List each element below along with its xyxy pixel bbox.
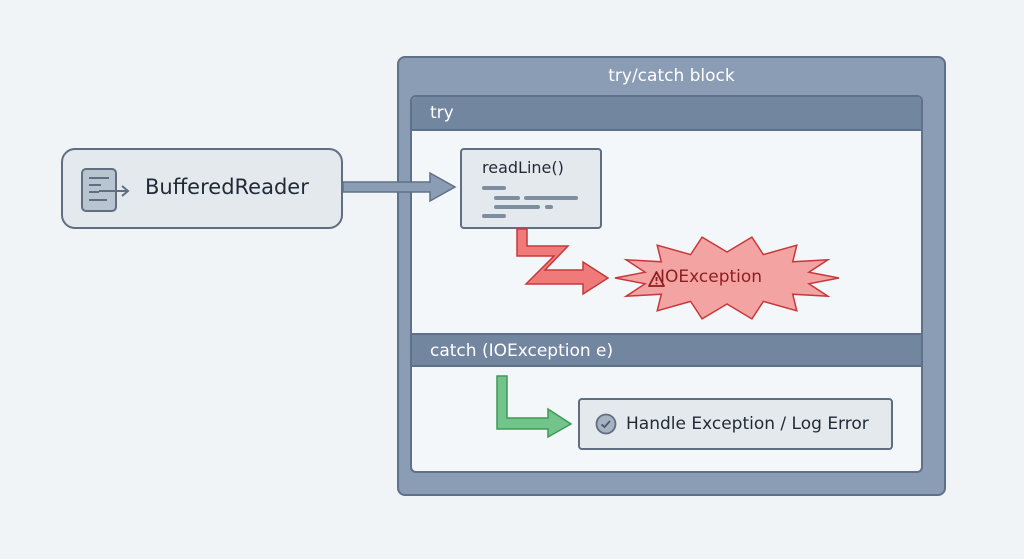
buffered-reader-label: BufferedReader bbox=[145, 175, 309, 199]
readline-label: readLine() bbox=[482, 158, 564, 177]
catch-header: catch (IOException e) bbox=[412, 333, 921, 367]
try-header: try bbox=[412, 97, 921, 131]
code-line bbox=[494, 205, 540, 209]
handler-label: Handle Exception / Log Error bbox=[626, 414, 869, 434]
success-arrow bbox=[496, 375, 573, 439]
warning-triangle-icon bbox=[648, 271, 665, 287]
code-line bbox=[524, 196, 578, 200]
buffered-reader-node: BufferedReader bbox=[61, 148, 343, 229]
handler-node: Handle Exception / Log Error bbox=[578, 398, 893, 450]
block-title: try/catch block bbox=[608, 66, 735, 86]
code-line bbox=[545, 205, 553, 209]
error-arrow bbox=[516, 228, 610, 296]
code-line bbox=[494, 196, 520, 200]
exception-starburst bbox=[614, 236, 840, 320]
document-arrow-icon bbox=[81, 168, 130, 212]
flow-arrow bbox=[342, 171, 457, 203]
readline-node: readLine() bbox=[460, 148, 602, 229]
code-line bbox=[482, 186, 506, 190]
check-circle-icon bbox=[595, 413, 617, 435]
exception-label: IOException bbox=[660, 267, 763, 287]
code-line bbox=[482, 214, 506, 218]
